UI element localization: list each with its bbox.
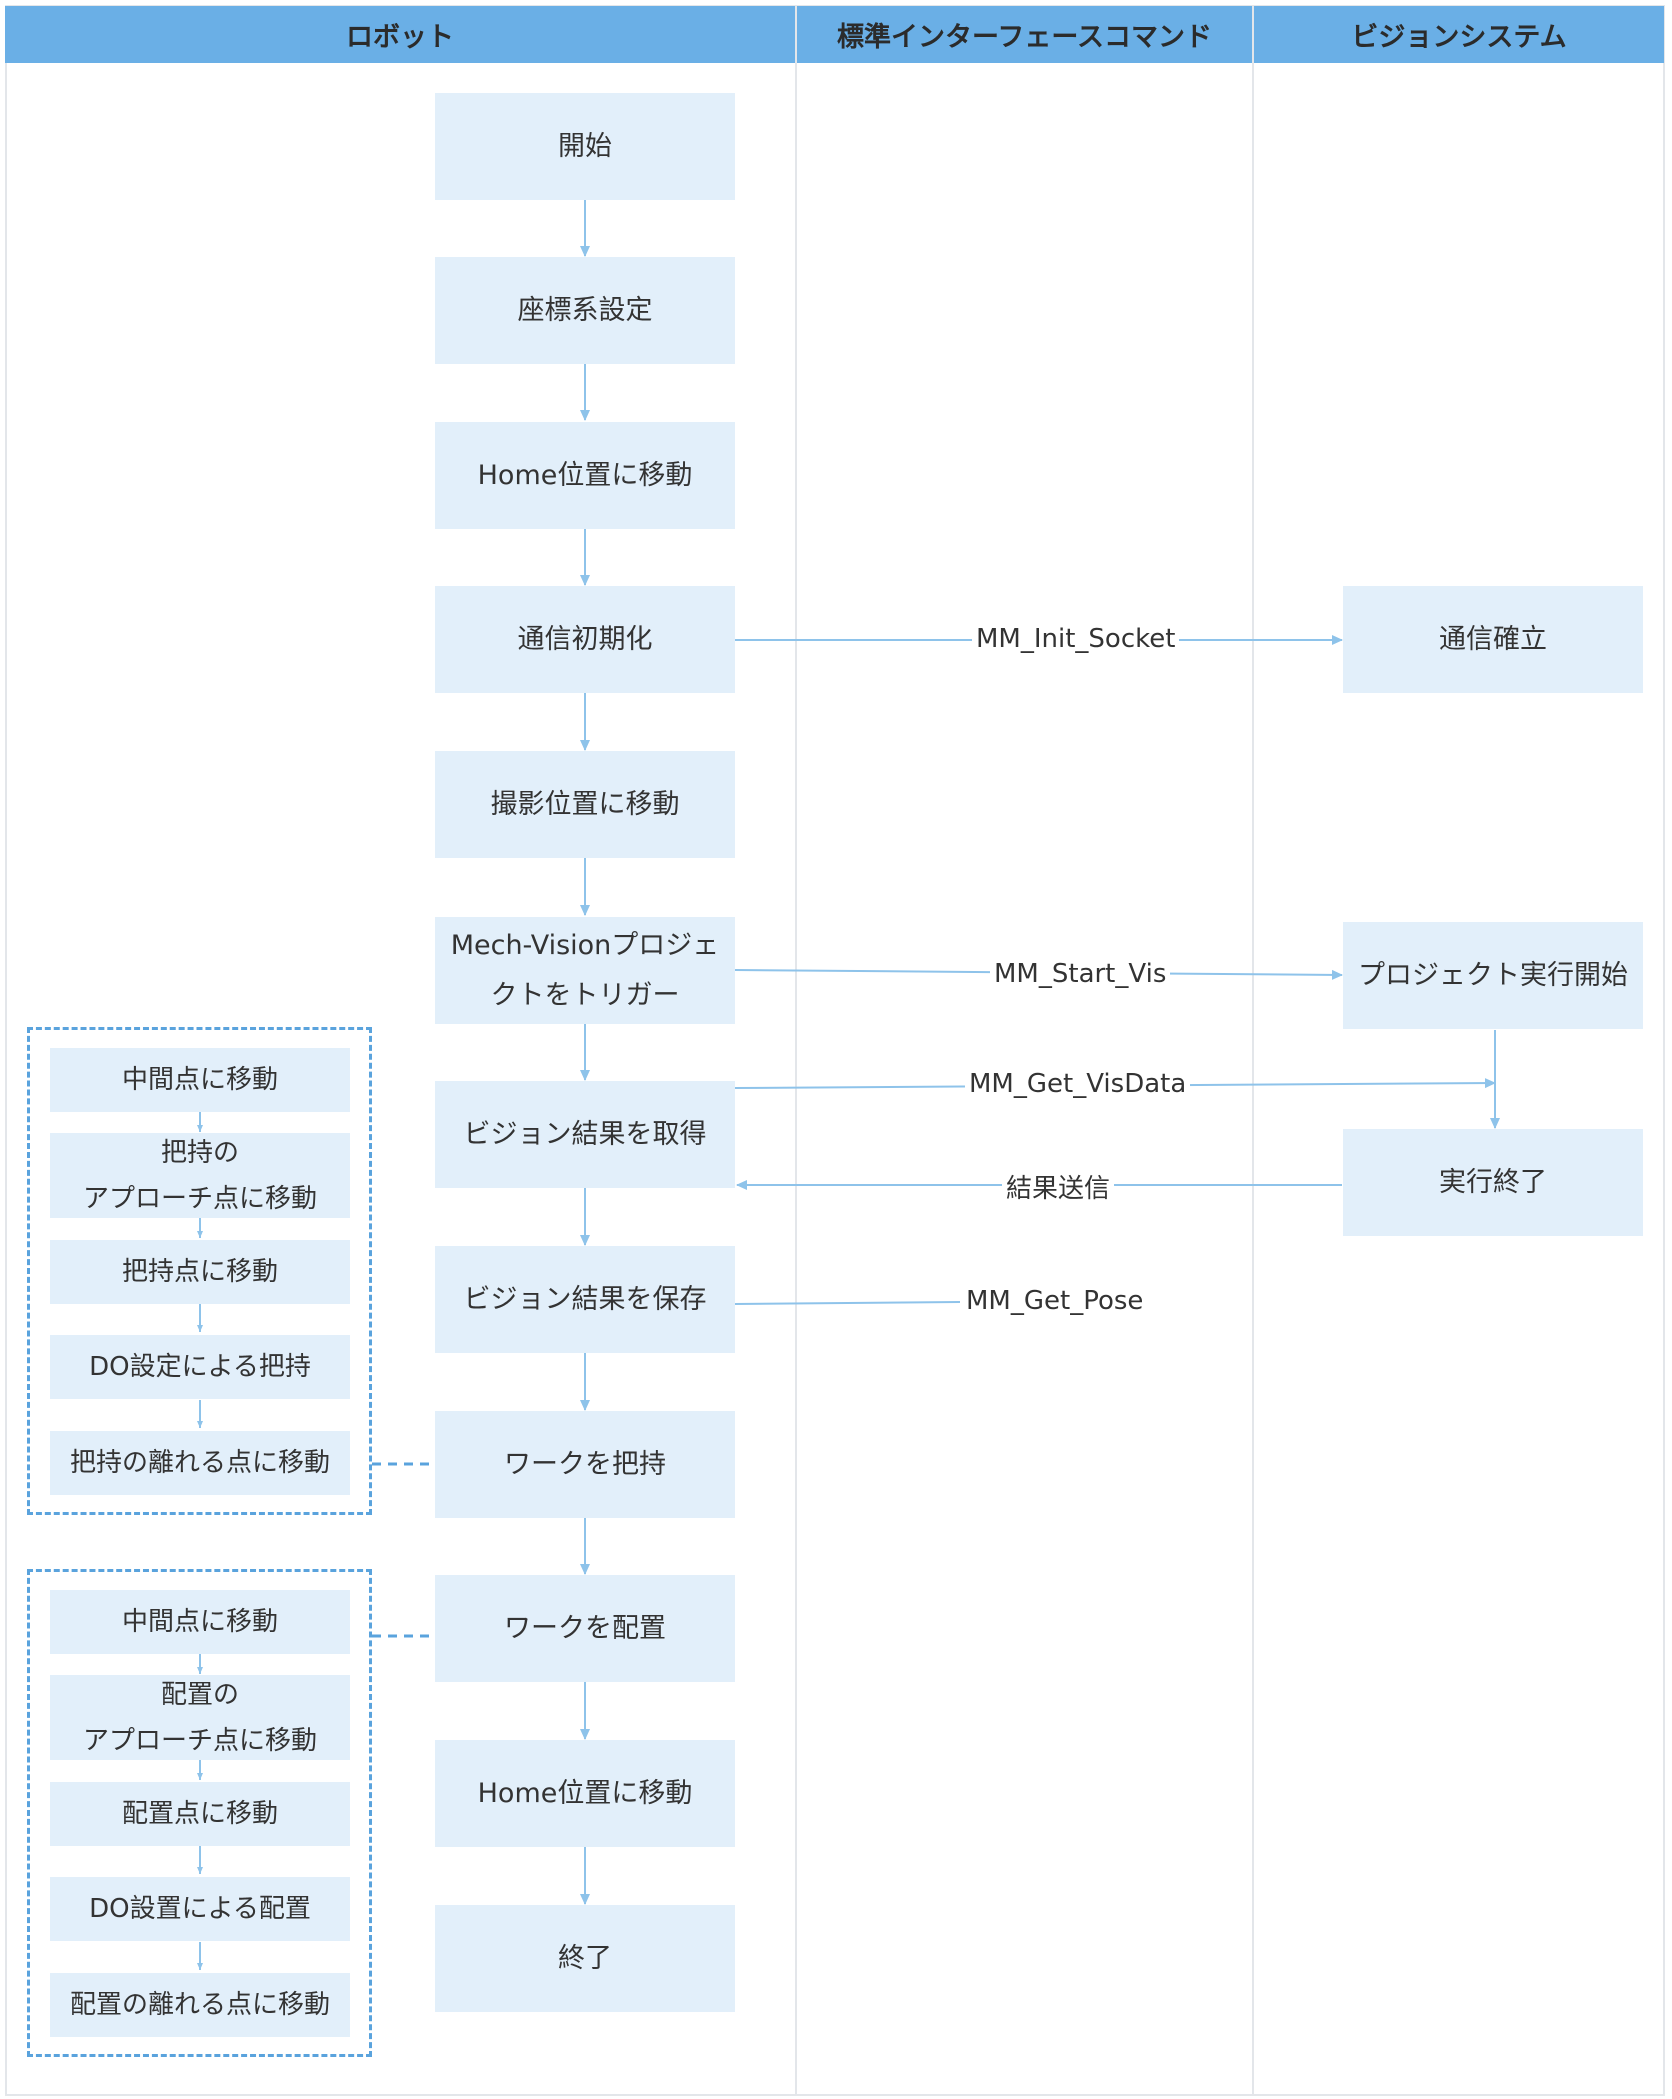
- pick-step-leave: 把持の離れる点に移動: [50, 1431, 350, 1495]
- place-step-leave: 配置の離れる点に移動: [50, 1973, 350, 2037]
- pick-step-approach: 把持の アプローチ点に移動: [50, 1133, 350, 1218]
- step-move-capture: 撮影位置に移動: [435, 751, 735, 858]
- lane-divider-1: [795, 6, 797, 2096]
- step-end: 終了: [435, 1905, 735, 2012]
- vision-step-finish: 実行終了: [1343, 1129, 1643, 1236]
- step-save-result: ビジョン結果を保存: [435, 1246, 735, 1353]
- place-step-point: 配置点に移動: [50, 1782, 350, 1846]
- command-label-get-visdata: MM_Get_VisData: [965, 1069, 1191, 1099]
- line-get-pose: [734, 1301, 961, 1305]
- lane-divider-2: [1252, 6, 1254, 2096]
- vision-step-project-start: プロジェクト実行開始: [1343, 922, 1643, 1029]
- lane-header-robot: ロボット: [5, 6, 795, 63]
- lane-header-vision: ビジョンシステム: [1254, 6, 1664, 63]
- pick-step-do: DO設定による把持: [50, 1335, 350, 1399]
- step-start: 開始: [435, 93, 735, 200]
- command-label-result-send: 結果送信: [1002, 1168, 1115, 1205]
- pick-step-point: 把持点に移動: [50, 1240, 350, 1304]
- command-label-start-vis: MM_Start_Vis: [990, 959, 1171, 989]
- pick-detail-group: [27, 1027, 372, 1515]
- step-move-home: Home位置に移動: [435, 422, 735, 529]
- place-step-mid: 中間点に移動: [50, 1590, 350, 1654]
- step-move-home-2: Home位置に移動: [435, 1740, 735, 1847]
- step-pick-work: ワークを把持: [435, 1411, 735, 1518]
- pick-step-mid: 中間点に移動: [50, 1048, 350, 1112]
- command-label-init-socket: MM_Init_Socket: [972, 624, 1180, 654]
- step-place-work: ワークを配置: [435, 1575, 735, 1682]
- step-comm-init: 通信初期化: [435, 586, 735, 693]
- place-step-approach: 配置の アプローチ点に移動: [50, 1675, 350, 1760]
- command-label-get-pose: MM_Get_Pose: [962, 1286, 1148, 1316]
- place-detail-group: [27, 1569, 372, 2057]
- place-step-do: DO設置による配置: [50, 1877, 350, 1941]
- step-trigger-project: Mech-Visionプロジェ クトをトリガー: [435, 917, 735, 1024]
- vision-step-connect: 通信確立: [1343, 586, 1643, 693]
- lane-header-interface: 標準インターフェースコマンド: [797, 6, 1252, 63]
- step-get-result: ビジョン結果を取得: [435, 1081, 735, 1188]
- step-coord-setup: 座標系設定: [435, 257, 735, 364]
